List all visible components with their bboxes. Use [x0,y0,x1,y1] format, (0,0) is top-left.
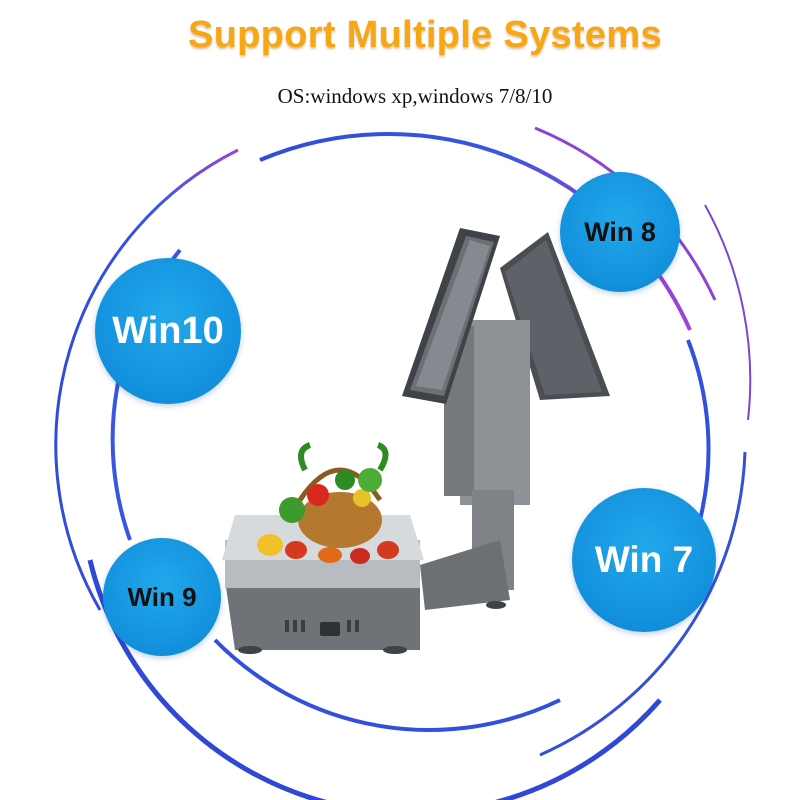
badge-win8-label: Win 8 [584,216,656,247]
inner-arc-right [686,339,711,521]
badge-win9: Win 9 [103,538,221,656]
outer-arc-farright [704,204,752,421]
badge-win8: Win 8 [560,172,680,292]
badge-win10-label: Win10 [112,309,224,352]
inner-arc-bottom [213,638,561,732]
front-display [402,228,500,404]
page-title: Support Multiple Systems [188,14,662,56]
outer-arc-bottom [87,559,662,800]
badge-win7-label: Win 7 [594,539,694,580]
vegetable-basket [257,442,399,564]
outer-arc-left [54,148,239,611]
badge-win9-label: Win 9 [127,581,197,612]
outer-arc-right [539,451,747,757]
badge-win10: Win10 [95,258,241,404]
os-subtitle: OS:windows xp,windows 7/8/10 [277,84,553,108]
badge-win7: Win 7 [572,488,716,632]
